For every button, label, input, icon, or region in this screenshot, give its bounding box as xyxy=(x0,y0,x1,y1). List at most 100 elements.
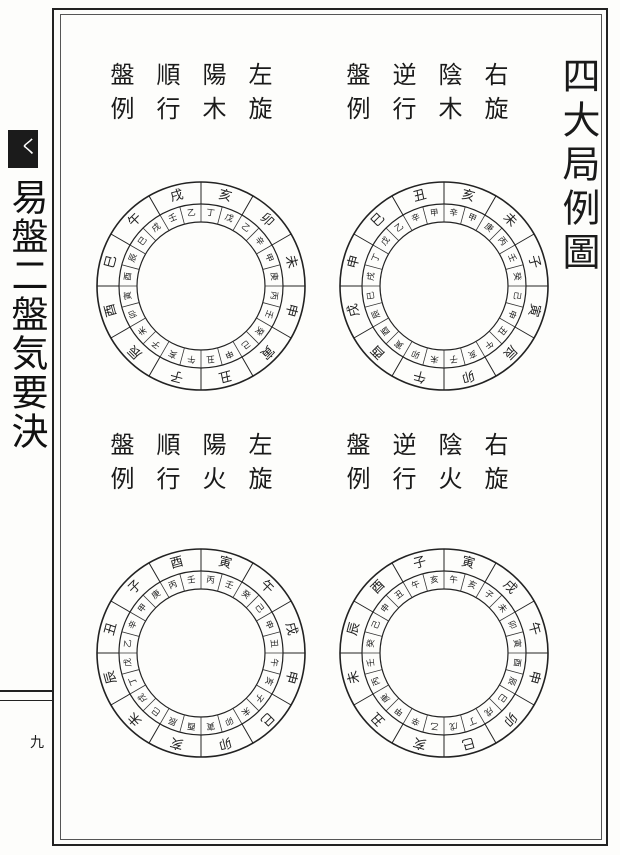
inner-ring-label: 巳 xyxy=(495,691,508,704)
label-char: 順 xyxy=(156,431,182,459)
inner-ring-label: 甲 xyxy=(430,208,440,219)
inner-ring-label: 亥 xyxy=(466,347,479,361)
inner-ring-label: 丙 xyxy=(167,579,179,591)
ring-divider xyxy=(142,594,157,609)
ring-divider xyxy=(142,330,157,345)
inner-ring-label: 丁 xyxy=(466,714,478,726)
outer-ring-label: 亥 xyxy=(217,187,233,205)
ring-divider xyxy=(364,302,383,308)
ring-divider xyxy=(514,693,535,706)
ring-divider xyxy=(262,669,281,675)
outer-ring-label: 卯 xyxy=(500,709,520,729)
inner-ring-label: 壬 xyxy=(186,574,196,586)
outer-ring-label: 子 xyxy=(125,577,145,597)
label-char: 火 xyxy=(202,465,228,493)
inner-ring-label: 壬 xyxy=(262,308,276,321)
page-title: 四大局例圖 xyxy=(556,56,600,276)
label-char: 旋 xyxy=(484,465,510,493)
ring-divider xyxy=(241,356,254,377)
ring-divider xyxy=(262,264,281,270)
inner-ring-label: 辰 xyxy=(505,675,518,687)
label-char: 旋 xyxy=(484,95,510,123)
spine-title: 易盤二盤気要決 xyxy=(5,178,48,451)
outer-ring-label: 丑 xyxy=(217,367,233,385)
ring-divider xyxy=(514,326,535,339)
inner-ring-label: 壬 xyxy=(365,657,377,667)
ring-divider xyxy=(241,195,254,216)
ring-divider xyxy=(232,581,243,598)
inner-ring-label: 庚 xyxy=(482,221,496,235)
ring-divider xyxy=(353,233,374,246)
outer-ring-label: 子 xyxy=(169,367,185,385)
ring-divider xyxy=(121,302,140,308)
outer-ring-label: 戌 xyxy=(169,187,185,205)
ring-divider xyxy=(422,714,428,733)
ring-divider xyxy=(499,244,516,255)
inner-ring-label: 酉 xyxy=(123,272,134,282)
inner-ring-label: 丑 xyxy=(393,588,406,601)
ring-divider xyxy=(488,594,503,609)
outer-ring-label: 辰 xyxy=(345,621,363,637)
spine-rule xyxy=(0,690,52,692)
inner-ring-label: 丙 xyxy=(370,675,382,687)
ring-divider xyxy=(271,326,292,339)
ring-divider xyxy=(385,594,400,609)
outer-ring-label: 寅 xyxy=(525,302,544,319)
label-char: 火 xyxy=(438,465,464,493)
page-frame-inner xyxy=(60,14,602,840)
ring-divider xyxy=(121,264,140,270)
inner-ring-label: 乙 xyxy=(393,222,406,235)
inner-ring-label: 己 xyxy=(511,291,522,301)
ring-divider xyxy=(422,347,428,366)
inner-ring-label: 子 xyxy=(252,691,265,704)
inner-ring-label: 巳 xyxy=(137,235,150,248)
ring-divider xyxy=(129,244,146,255)
ring-divider xyxy=(241,562,254,583)
label-char: 盤 xyxy=(346,431,372,459)
ring-divider xyxy=(364,669,383,675)
inner-ring-label: 甲 xyxy=(137,602,150,615)
outer-ring-label: 卯 xyxy=(257,210,277,230)
inner-ring-label: 未 xyxy=(429,353,439,365)
label-char: 例 xyxy=(346,95,372,123)
ring-divider xyxy=(129,317,146,328)
ring-divider xyxy=(460,347,466,366)
ring-divider xyxy=(391,356,404,377)
outer-ring-label: 亥 xyxy=(412,734,428,752)
outer-ring-label: 申 xyxy=(282,669,300,685)
ring-divider xyxy=(110,693,131,706)
inner-ring-label: 酉 xyxy=(511,658,522,668)
outer-ring-label: 巳 xyxy=(368,210,388,230)
ring-divider xyxy=(232,708,243,725)
ring-divider xyxy=(460,714,466,733)
label-bottom-left: 盤順陽左 例行火旋 xyxy=(100,428,284,496)
inner-ring-label: 辰 xyxy=(370,308,383,320)
inner-ring-label: 壬 xyxy=(505,252,519,265)
ring-divider xyxy=(372,317,389,328)
inner-ring-label: 午 xyxy=(268,658,280,668)
ring-divider xyxy=(353,326,374,339)
inner-ring-label: 戊 xyxy=(223,211,236,225)
inner-ring-label: 亥 xyxy=(466,578,479,592)
inner-ring-label: 寅 xyxy=(392,337,406,351)
inner-ring-label: 申 xyxy=(505,308,518,320)
inner-ring-label: 午 xyxy=(410,578,423,592)
ring-divider xyxy=(402,214,413,231)
ring-divider xyxy=(385,227,400,242)
ring-divider xyxy=(499,317,516,328)
label-char: 例 xyxy=(346,465,372,493)
ring-divider xyxy=(488,330,503,345)
ring-divider xyxy=(217,206,223,225)
ring-divider xyxy=(110,600,131,613)
inner-ring-label: 未 xyxy=(135,324,149,338)
ring-divider xyxy=(505,264,524,270)
label-top-right: 盤逆陰右 例行木旋 xyxy=(336,58,520,126)
ring-circle xyxy=(379,221,509,351)
spine-rule xyxy=(0,700,52,701)
outer-ring-label: 戌 xyxy=(500,577,520,597)
outer-ring-label: 子 xyxy=(525,254,543,270)
ring-divider xyxy=(129,611,146,622)
wheel-diagram-bottom-right: 寅戌午申卯巳亥丑未辰酉子午亥子未卯寅酉辰巳戌丁戊乙辛甲庚丙壬癸己申丑午亥 xyxy=(339,548,549,758)
outer-ring-label: 辰 xyxy=(102,669,120,685)
ring-divider xyxy=(372,244,389,255)
